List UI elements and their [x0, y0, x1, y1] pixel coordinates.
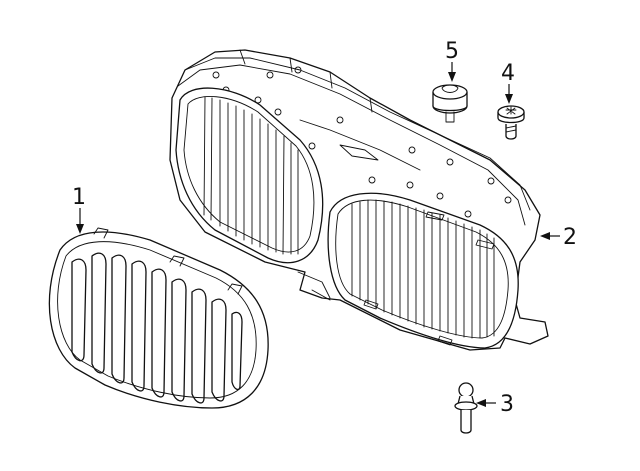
callout-label-1: 1	[72, 185, 86, 210]
rubber-mount	[432, 84, 468, 123]
screw	[497, 105, 525, 140]
callout-4: 4	[501, 61, 515, 104]
callout-1: 1	[72, 185, 86, 234]
kidney-grille-left	[48, 227, 269, 409]
callout-label-5: 5	[445, 39, 459, 64]
callout-3: 3	[476, 392, 514, 417]
callout-label-2: 2	[563, 225, 577, 250]
callout-label-4: 4	[501, 61, 515, 86]
ball-stud-pin	[454, 382, 478, 434]
callout-5: 5	[445, 39, 459, 82]
grille-frame-housing	[169, 49, 549, 351]
callout-2: 2	[540, 225, 577, 250]
callout-label-3: 3	[500, 392, 514, 417]
